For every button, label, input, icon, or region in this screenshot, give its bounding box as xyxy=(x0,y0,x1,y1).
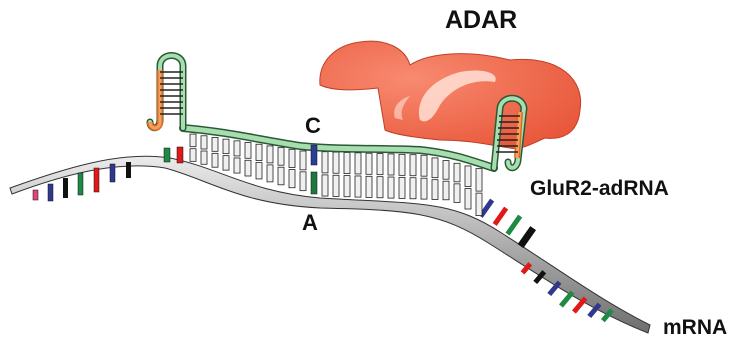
base-pair xyxy=(234,141,240,156)
base-pair xyxy=(454,184,460,203)
guide-rna-label: GluR2-adRNA xyxy=(530,177,669,201)
base-pair xyxy=(289,149,295,167)
base-pair xyxy=(322,152,328,173)
base-pair xyxy=(256,144,262,160)
a-base-label: A xyxy=(302,210,318,236)
base-pair xyxy=(454,163,460,182)
base-pair xyxy=(410,155,416,176)
base-pair xyxy=(399,154,405,175)
base-pair xyxy=(465,166,471,187)
base-pair xyxy=(278,167,284,185)
base-pair xyxy=(421,155,427,176)
base-pair xyxy=(212,137,218,151)
base-pair xyxy=(300,172,306,191)
base-pair xyxy=(267,146,273,163)
base-pair xyxy=(333,152,339,173)
base-pair xyxy=(476,169,482,191)
base-pair xyxy=(245,143,251,159)
base-pair xyxy=(289,170,295,188)
base-pair xyxy=(267,165,273,182)
base-pair xyxy=(333,175,339,196)
base-pair xyxy=(256,163,262,179)
base-pair xyxy=(388,154,394,175)
adar-enzyme xyxy=(320,41,581,148)
base-pair xyxy=(355,153,361,174)
base-pair xyxy=(278,148,284,166)
base-pair xyxy=(476,193,482,215)
base-pair xyxy=(223,139,229,153)
base-pair xyxy=(377,177,383,198)
base-pair xyxy=(366,153,372,174)
base-pair xyxy=(355,176,361,197)
base-pair xyxy=(388,177,394,198)
base-pair xyxy=(245,160,251,176)
base-pair xyxy=(344,152,350,173)
base-pair xyxy=(212,153,218,167)
base-pair xyxy=(377,154,383,175)
base-pair xyxy=(223,156,229,170)
base-pair xyxy=(234,158,240,173)
c-base-label: C xyxy=(305,113,321,139)
base-pair xyxy=(366,176,372,197)
adar-label: ADAR xyxy=(445,6,517,35)
base-pair xyxy=(344,176,350,197)
edited-base-c xyxy=(311,145,317,165)
base-pair xyxy=(190,134,196,147)
base-pair xyxy=(443,161,449,180)
base-pair xyxy=(300,151,306,170)
base-pair xyxy=(421,178,427,199)
left-hairpin xyxy=(150,56,183,129)
base-pair xyxy=(465,188,471,209)
base-pair xyxy=(410,178,416,199)
base-pair xyxy=(201,136,207,149)
base-pair xyxy=(190,149,196,162)
base-pair xyxy=(322,175,328,196)
base-pair xyxy=(432,158,438,178)
base-pair xyxy=(399,177,405,198)
edited-base-a xyxy=(311,172,317,194)
edit-site xyxy=(311,145,317,194)
base-pair xyxy=(201,151,207,164)
base-pair xyxy=(432,180,438,200)
mrna-label: mRNA xyxy=(663,316,727,340)
base-pair xyxy=(443,181,449,200)
